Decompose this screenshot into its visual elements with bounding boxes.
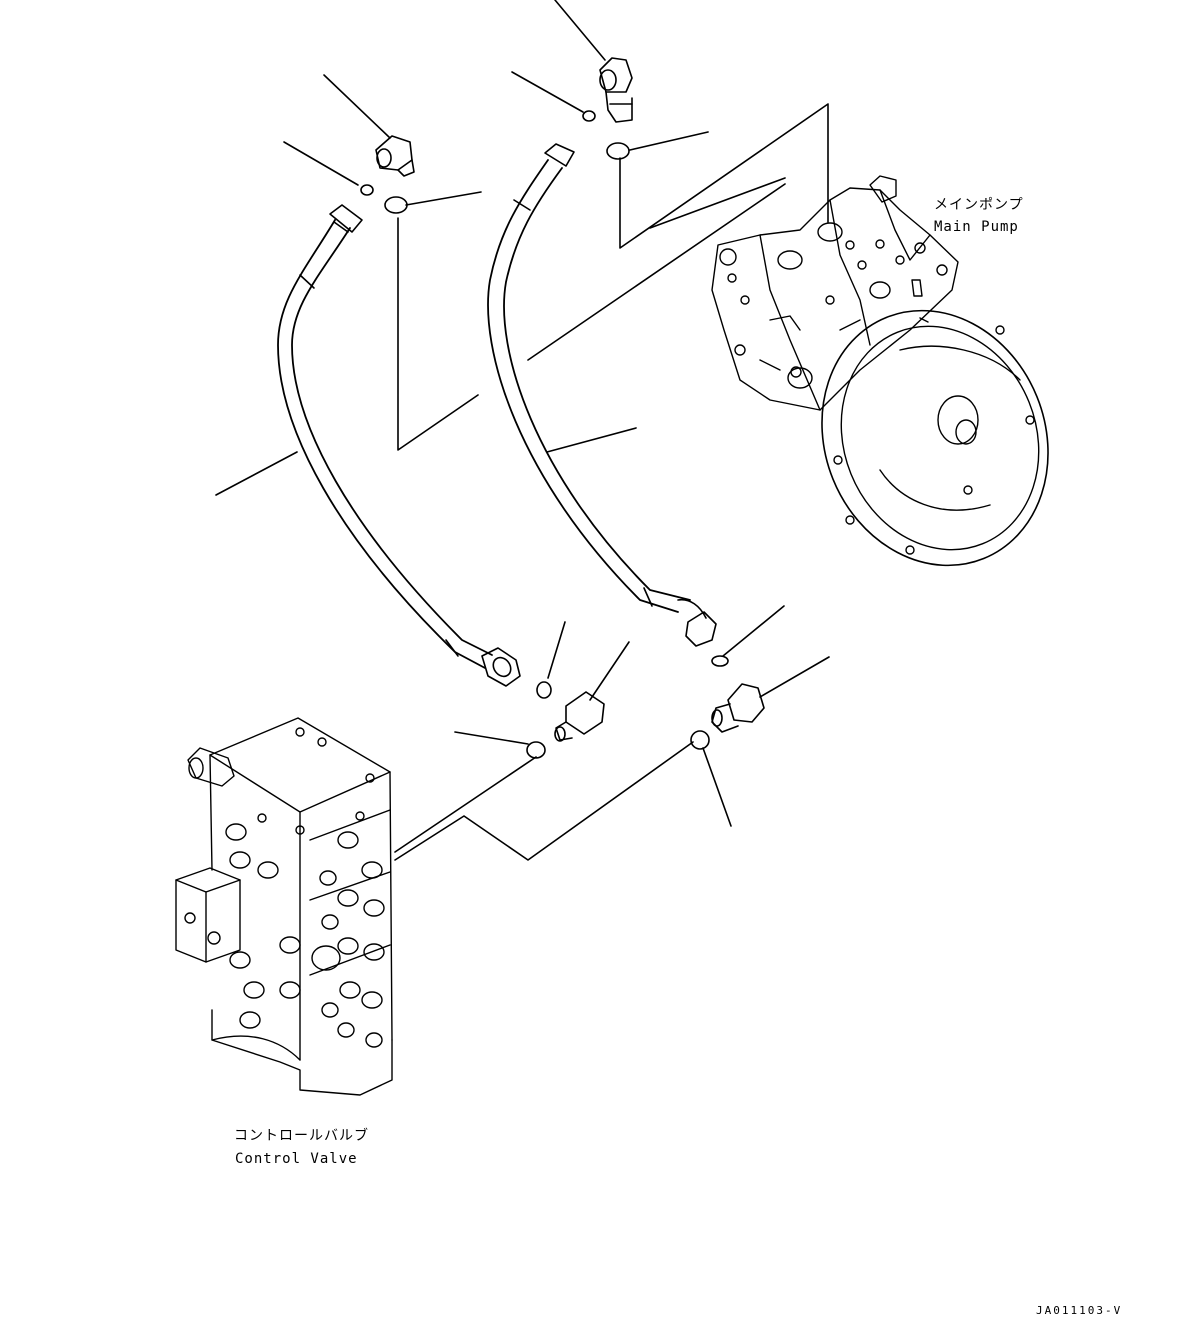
connection-lines xyxy=(394,103,829,861)
leader-lines xyxy=(215,0,830,827)
straight-fitting-lower xyxy=(554,691,605,742)
o-ring-lower-left-large xyxy=(526,741,546,759)
main-pump-label-en: Main Pump xyxy=(934,219,1019,235)
o-ring-top-left-small xyxy=(360,184,374,196)
elbow-fitting-left-top xyxy=(375,135,415,177)
main-pump xyxy=(711,175,1049,567)
o-ring-top-right-small xyxy=(582,110,596,122)
left-hose xyxy=(277,204,521,687)
o-ring-lower-right-large xyxy=(690,730,710,750)
elbow-fitting-lower-right xyxy=(711,683,765,733)
elbow-fitting-right-top xyxy=(599,57,633,123)
drawing-code: JA011103-V xyxy=(1036,1304,1123,1317)
o-ring-lower-right-small xyxy=(711,655,729,667)
o-ring-lower-left-small xyxy=(536,681,552,699)
o-ring-top-right-large xyxy=(606,142,630,160)
right-hose xyxy=(487,143,717,647)
control-valve-label-en: Control Valve xyxy=(235,1151,358,1167)
control-valve-label-jp: コントロールバルブ xyxy=(234,1128,369,1144)
o-ring-top-left-large xyxy=(384,196,408,214)
control-valve xyxy=(175,717,393,1096)
main-pump-label-jp: メインポンプ xyxy=(934,197,1024,213)
